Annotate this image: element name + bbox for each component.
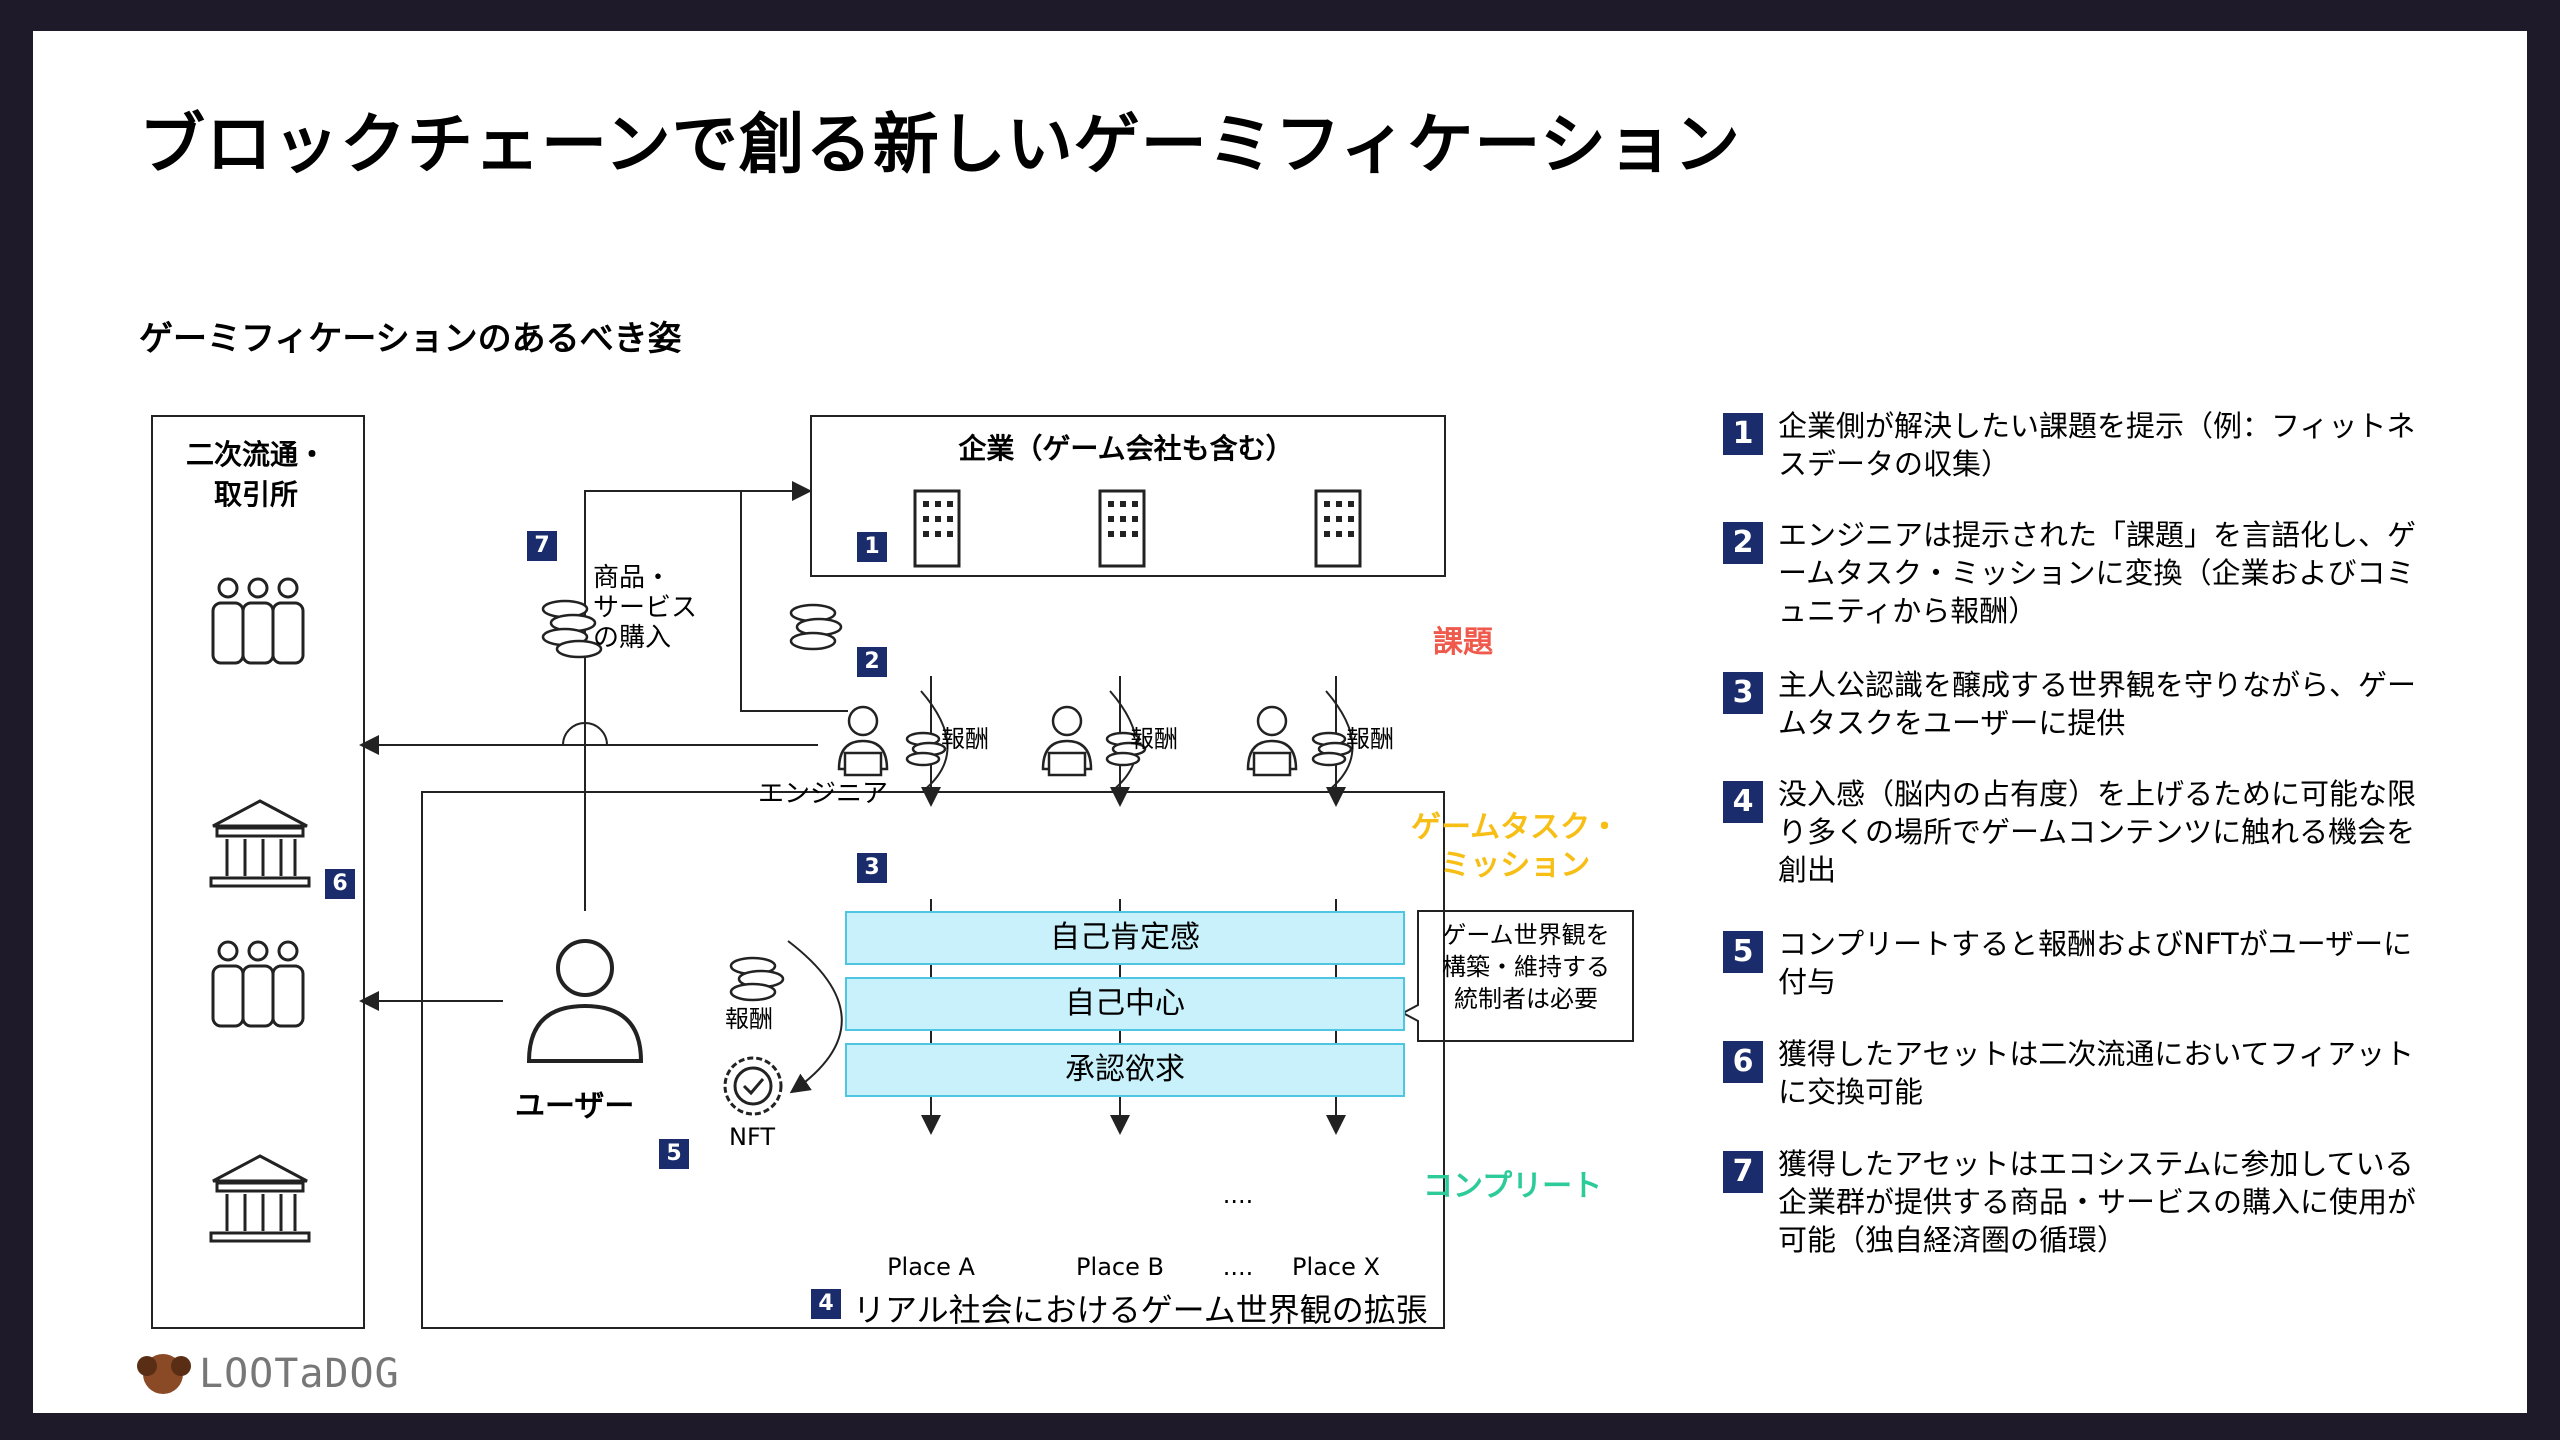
diagram-badge-4: 4 — [811, 1289, 841, 1319]
task-triangles — [909, 863, 1358, 899]
challenge-x-marks — [906, 636, 1361, 686]
note-badge-6: 6 — [1723, 1041, 1763, 1083]
note-badge-4: 4 — [1723, 781, 1763, 823]
complete-circles — [907, 1180, 1360, 1228]
brand-logo: LOOTaDOG — [199, 1351, 400, 1397]
logo-dog-icon — [137, 1354, 191, 1394]
reward-label-2: 報酬 — [1130, 725, 1178, 753]
purchase-line — [584, 481, 812, 911]
note-7: 獲得したアセットはエコシステムに参加している企業群が提供する商品・サービスの購入… — [1778, 1147, 2417, 1257]
reward-label-user: 報酬 — [725, 1005, 773, 1033]
note-badge-1: 1 — [1723, 413, 1763, 455]
company-label: 企業（ゲーム会社も含む） — [958, 432, 1294, 465]
note-6: 獲得したアセットは二次流通においてフィアットに交換可能 — [1778, 1037, 2414, 1109]
note-1: 企業側が解決したい課題を提示（例：フィットネスデータの収集） — [1778, 409, 2416, 481]
place-a-label: Place A — [887, 1253, 975, 1281]
note-badge-5: 5 — [1723, 931, 1763, 973]
place-b-label: Place B — [1076, 1253, 1164, 1281]
diagram-badge-2: 2 — [857, 647, 887, 677]
complete-label: コンプリート — [1423, 1169, 1603, 1204]
real-world-label: リアル社会におけるゲーム世界観の拡張 — [853, 1291, 1428, 1329]
section-subtitle: ゲーミフィケーションのあるべき姿 — [139, 319, 682, 359]
engineer-icons — [837, 705, 1298, 777]
diagram-badge-3: 3 — [857, 853, 887, 883]
layer-self-centered: 自己中心 — [845, 977, 1405, 1031]
diagram-badge-7: 7 — [527, 531, 557, 561]
nft-label: NFT — [729, 1123, 775, 1151]
reward-label-3: 報酬 — [1346, 725, 1394, 753]
nft-icon — [723, 1056, 783, 1116]
layer-self-esteem: 自己肯定感 — [845, 911, 1405, 965]
note-badge-2: 2 — [1723, 522, 1763, 564]
company-box — [810, 415, 1446, 577]
note-badge-7: 7 — [1723, 1151, 1763, 1193]
callout-box — [1400, 910, 1634, 1042]
real-world-box — [421, 791, 1445, 1329]
game-task-label: ゲームタスク・ ミッション — [1411, 810, 1620, 883]
note-2: エンジニアは提示された「課題」を言語化し、ゲームタスク・ミッションに変換（企業お… — [1778, 518, 2417, 628]
note-3: 主人公認識を醸成する世界観を守りながら、ゲームタスクをユーザーに提供 — [1778, 668, 2417, 740]
secondary-market-label: 二次流通・ 取引所 — [185, 438, 326, 511]
note-5: コンプリートすると報酬およびNFTがユーザーに付与 — [1778, 927, 2413, 999]
user-label: ユーザー — [515, 1089, 635, 1124]
middle-dots: .... — [1222, 1181, 1254, 1209]
diagram-badge-5: 5 — [659, 1139, 689, 1169]
diagram-badge-6: 6 — [325, 869, 355, 899]
people-icons — [211, 577, 305, 1028]
place-dots-label: .... — [1222, 1253, 1254, 1281]
note-badge-3: 3 — [1723, 672, 1763, 714]
callout-text: ゲーム世界観を 構築・維持する 統制者は必要 — [1442, 921, 1610, 1013]
challenge-label: 課題 — [1433, 625, 1493, 660]
bank-icons — [209, 799, 311, 1243]
diagram-badge-1: 1 — [857, 532, 887, 562]
engineer-label: エンジニア — [758, 779, 889, 809]
diagram-connectors — [137, 481, 1634, 1394]
note-4: 没入感（脳内の占有度）を上げるために可能な限り多くの場所でゲームコンテンツに触れ… — [1778, 777, 2417, 887]
engineer-line — [740, 491, 848, 712]
layer-recognition: 承認欲求 — [845, 1043, 1405, 1097]
coin-icons — [541, 599, 1353, 1002]
place-x-label: Place X — [1292, 1253, 1380, 1281]
page-title: ブロックチェーンで創る新しいゲーミフィケーション — [139, 106, 1742, 183]
user-icon — [526, 939, 644, 1063]
challenge-icon — [892, 622, 970, 700]
secondary-market-box — [151, 415, 365, 1329]
slide: ブロックチェーンで創る新しいゲーミフィケーション ゲーミフィケーションのあるべき… — [33, 31, 2527, 1413]
purchase-label: 商品・ サービス の購入 — [593, 563, 698, 653]
reward-label-1: 報酬 — [941, 725, 989, 753]
